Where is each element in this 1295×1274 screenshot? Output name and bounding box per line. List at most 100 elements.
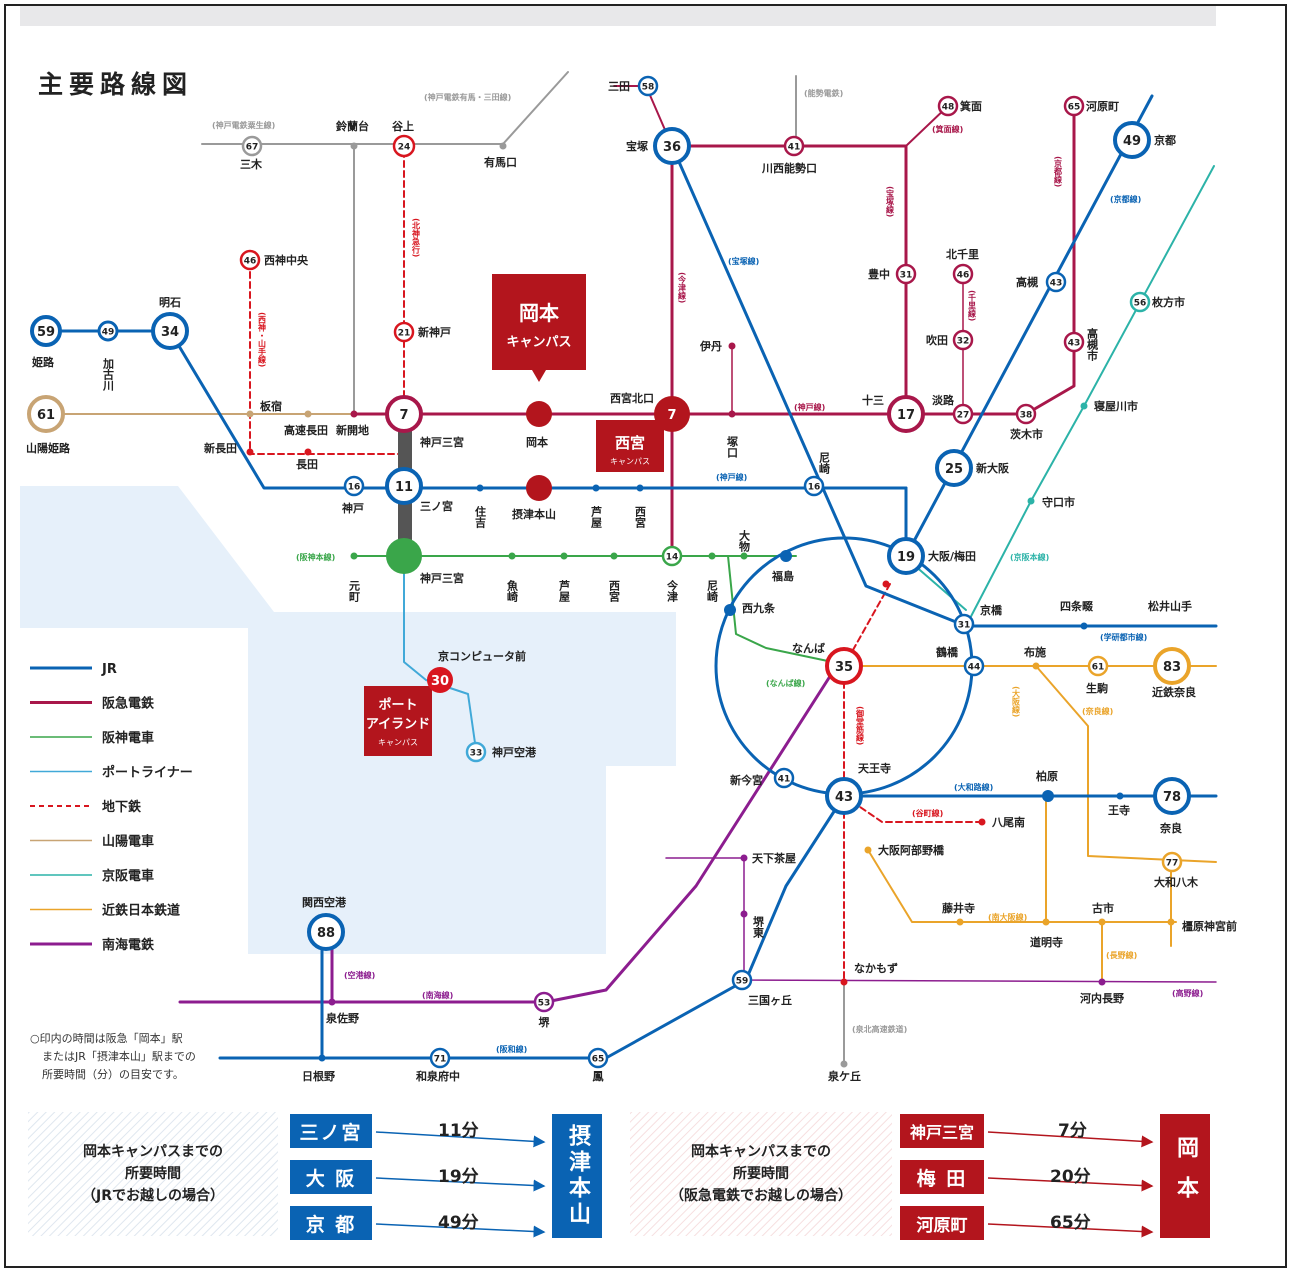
station-kawaramachi-number: 65 <box>1063 95 1085 117</box>
svg-text:43: 43 <box>1050 279 1063 289</box>
station-dot <box>1080 622 1088 630</box>
station-dot <box>328 998 336 1006</box>
svg-text:77: 77 <box>1166 859 1179 869</box>
line-label-gakkentoshi: (学研都市線) <box>1100 632 1147 642</box>
label-takarazuka: 宝塚 <box>626 139 648 153</box>
station-dot <box>499 142 507 150</box>
station-imazu-number: 14 <box>661 545 683 567</box>
jr-arrow-2 <box>375 1177 546 1192</box>
station-kakogawa-number: 49 <box>97 320 119 342</box>
jr-panel-caption: 岡本キャンパスまでの 所要時間 （JRでお越しの場合） <box>28 1112 278 1236</box>
label-izumigaoka: 泉ケ丘 <box>827 1069 861 1083</box>
station-kintetsu-nara-number: 83 <box>1153 647 1191 685</box>
label-okamoto: 岡本 <box>526 435 548 449</box>
station-dot <box>1027 497 1035 505</box>
svg-text:36: 36 <box>663 140 681 155</box>
map-title: 主要路線図 <box>38 70 193 99</box>
legend-label: 南海電鉄 <box>102 937 154 953</box>
label-takatsuki: 高槻 <box>1016 275 1038 289</box>
station-dot <box>304 410 312 418</box>
label-uozaki: 魚崎 <box>506 579 519 603</box>
label-osaka-umeda: 大阪/梅田 <box>928 549 976 563</box>
line-jr-takarazuka <box>670 144 968 628</box>
hk-from-kobe-sannomiya: 神戸三宮 <box>900 1114 984 1148</box>
station-dot <box>350 410 358 418</box>
label-shin-imamiya: 新今宮 <box>730 773 763 787</box>
label-hanshin-amagasaki: 尼崎 <box>706 580 719 603</box>
station-kyobashi-number: 31 <box>953 613 975 635</box>
station-dot <box>740 854 748 862</box>
station-dot <box>476 484 484 492</box>
legend-label: ポートライナー <box>102 765 193 781</box>
legend-label: 阪急電鉄 <box>102 696 154 712</box>
label-ibaraki: 茨木市 <box>1010 427 1043 441</box>
station-dot <box>560 552 568 560</box>
label-arima-onsen: 有馬口 <box>484 155 517 169</box>
svg-text:48: 48 <box>942 103 955 113</box>
station-himeji-number: 59 <box>30 315 62 347</box>
svg-text:16: 16 <box>808 483 821 493</box>
station-dot <box>728 410 736 418</box>
hk-caption-1: 岡本キャンパスまでの <box>691 1144 831 1160</box>
svg-text:27: 27 <box>957 411 970 421</box>
label-hanshin-sannomiya: 神戸三宮 <box>420 571 464 585</box>
label-sakai: 堺 <box>539 1015 551 1029</box>
svg-text:71: 71 <box>434 1055 447 1065</box>
label-shin-osaka: 新大阪 <box>976 461 1010 475</box>
label-namba: なんば <box>792 641 825 655</box>
jr-panel-bg <box>28 1112 278 1236</box>
station-minoh-number: 48 <box>937 95 959 117</box>
label-akashi: 明石 <box>159 296 181 309</box>
svg-text:44: 44 <box>968 663 981 673</box>
okamoto-station-mark <box>526 401 552 427</box>
label-fuse: 布施 <box>1024 645 1046 659</box>
label-settsu-motoyama: 摂津本山 <box>512 507 556 521</box>
line-nankai-main <box>178 668 836 1004</box>
port-island-campus-box: ポート アイランド キャンパス <box>364 686 432 756</box>
settsu-motoyama-mark <box>526 475 552 501</box>
station-kobe-number: 16 <box>343 475 365 497</box>
svg-text:43: 43 <box>1068 339 1081 349</box>
nishinomiya-campus-box: 西宮 キャンパス <box>596 420 664 472</box>
station-sakai-number: 53 <box>533 991 555 1013</box>
label-izumifuchu: 和泉府中 <box>416 1069 460 1083</box>
label-nishinomiya: 西宮 <box>634 506 647 529</box>
station-tennoji-number: 43 <box>825 777 863 815</box>
station-dot <box>864 846 872 854</box>
station-miki-number: 67 <box>241 135 263 157</box>
station-kyoto-number: 49 <box>1113 121 1151 159</box>
line-label-seishin: (西神・山手線) <box>258 312 267 367</box>
line-jr-kyoto <box>904 94 1154 558</box>
station-yamato-yagi-number: 77 <box>1161 851 1183 873</box>
station-kobe-airport-number: 33 <box>465 741 487 763</box>
line-label-yamatoji: (大和路線) <box>954 782 993 792</box>
label-sanyo-himeji: 山陽姫路 <box>26 441 71 455</box>
svg-text:17: 17 <box>897 408 915 423</box>
jr-caption-3: （JRでお越しの場合） <box>82 1188 224 1204</box>
label-shinkaichi: 新開地 <box>336 423 369 437</box>
line-arima-branch <box>353 71 569 145</box>
svg-text:38: 38 <box>1020 411 1033 421</box>
line-label-hokushin: (北神急行) <box>412 218 421 257</box>
label-kawachinagano: 河内長野 <box>1080 991 1124 1005</box>
note-line-1: ○印内の時間は阪急「岡本」駅 <box>30 1031 183 1045</box>
station-dot <box>1042 918 1050 926</box>
label-miki: 三木 <box>240 157 263 171</box>
label-nakamozu: なかもず <box>854 961 898 975</box>
line-label-hanwa: (阪和線) <box>496 1044 527 1054</box>
legend-label: 山陽電車 <box>102 834 154 850</box>
label-otori: 鳳 <box>593 1070 604 1083</box>
label-ashiya: 芦屋 <box>590 505 603 529</box>
station-dot <box>978 818 986 826</box>
svg-text:59: 59 <box>37 325 55 340</box>
line-keihan <box>965 165 1215 627</box>
label-himeji: 姫路 <box>32 355 55 369</box>
label-imazu: 今津 <box>666 579 680 603</box>
line-label-imazu: (今津線) <box>678 272 687 303</box>
label-furuichi: 古市 <box>1092 901 1114 915</box>
sea-cutout <box>20 628 248 954</box>
label-hineno: 日根野 <box>302 1069 335 1083</box>
hk-caption-3: （阪急電鉄でお越しの場合） <box>670 1188 852 1204</box>
label-itayado: 板宿 <box>260 399 282 413</box>
line-portliner <box>403 557 477 751</box>
